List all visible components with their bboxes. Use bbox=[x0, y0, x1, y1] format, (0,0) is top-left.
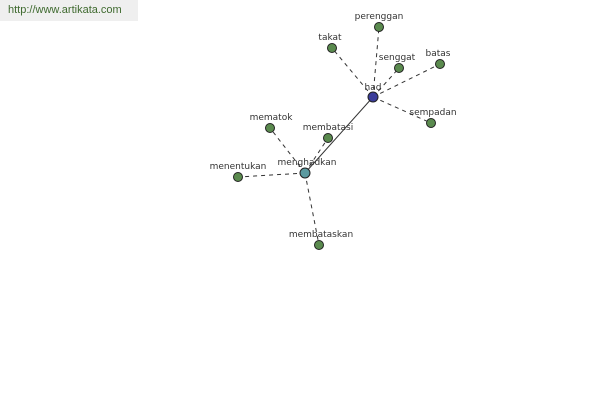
node-takat[interactable] bbox=[327, 43, 337, 53]
node-sempadan[interactable] bbox=[426, 118, 436, 128]
node-mematok[interactable] bbox=[265, 123, 275, 133]
node-layer bbox=[233, 22, 445, 250]
edge-layer bbox=[237, 26, 441, 246]
edge-menghadkan-membatasi bbox=[304, 137, 329, 174]
node-label-sempadan: sempadan bbox=[409, 108, 456, 118]
node-label-senggat: senggat bbox=[379, 53, 416, 63]
source-link[interactable]: http://www.artikata.com bbox=[0, 0, 138, 21]
node-membataskan[interactable] bbox=[314, 240, 324, 250]
node-label-menghadkan: menghadkan bbox=[278, 158, 337, 168]
node-membatasi[interactable] bbox=[323, 133, 333, 143]
edge-had-takat bbox=[331, 47, 374, 98]
node-menentukan[interactable] bbox=[233, 172, 243, 182]
edge-had-perenggan bbox=[372, 26, 380, 98]
node-label-takat: takat bbox=[318, 33, 342, 43]
edge-menghadkan-mematok bbox=[269, 127, 306, 174]
label-layer: had menghadkan perenggan takat senggat batas s… bbox=[210, 12, 457, 240]
node-batas[interactable] bbox=[435, 59, 445, 69]
node-label-membataskan: membataskan bbox=[289, 230, 353, 240]
node-label-mematok: mematok bbox=[250, 113, 294, 123]
edge-menghadkan-menentukan bbox=[237, 172, 306, 178]
node-perenggan[interactable] bbox=[374, 22, 384, 32]
edge-had-senggat bbox=[372, 67, 400, 98]
node-label-perenggan: perenggan bbox=[355, 12, 404, 22]
node-menghadkan[interactable] bbox=[299, 167, 311, 179]
node-had[interactable] bbox=[367, 91, 379, 103]
node-label-menentukan: menentukan bbox=[210, 162, 267, 172]
node-label-had: had bbox=[365, 83, 382, 93]
node-label-membatasi: membatasi bbox=[303, 123, 354, 133]
node-senggat[interactable] bbox=[394, 63, 404, 73]
edge-had-batas bbox=[372, 63, 441, 98]
edge-had-menghadkan bbox=[304, 96, 374, 174]
edge-had-sempadan bbox=[372, 96, 432, 124]
node-label-batas: batas bbox=[426, 49, 451, 59]
